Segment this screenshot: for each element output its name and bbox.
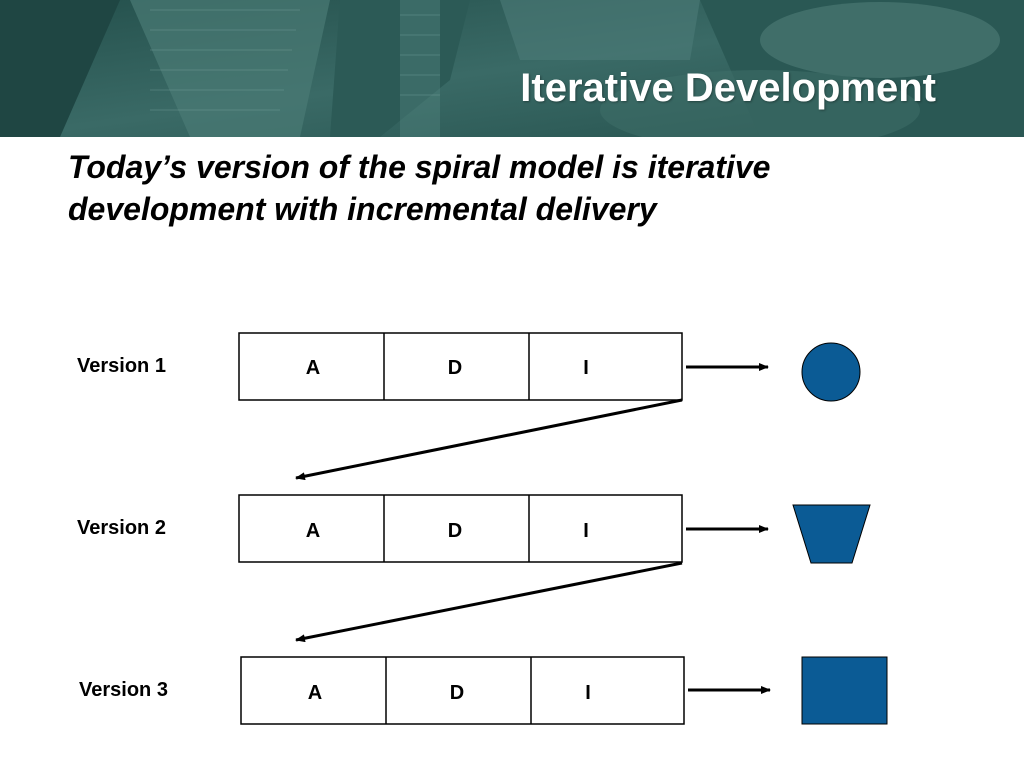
version-1-cell-analysis: A [306,357,320,379]
version-3-label: Version 3 [79,679,168,701]
city-banner-image [0,0,1024,137]
version-2-cell-implementation: I [583,520,589,542]
square-icon [801,656,888,725]
version-3-phase-bar [240,656,685,725]
header-banner [0,0,1024,137]
slide-subtitle: Today’s version of the spiral model is i… [68,149,771,227]
version-1-cell-design: D [448,357,462,379]
version-2-cell-analysis: A [306,520,320,542]
version-3-cell-implementation: I [585,682,591,704]
version-3-cell-design: D [450,682,464,704]
version-2-label: Version 2 [77,517,166,539]
version-1-label: Version 1 [77,355,166,377]
version-1-cell-implementation: I [583,357,589,379]
version-2-to-3-arrow [295,561,683,643]
slide-title: Iterative Development [520,66,936,110]
circle-icon [801,342,861,402]
version-2-phase-bar [238,494,683,563]
trapezoid-icon [792,504,871,564]
version-1-to-2-arrow [295,398,683,481]
version-1-phase-bar [238,332,683,401]
version-3-cell-analysis: A [308,682,322,704]
version-2-cell-design: D [448,520,462,542]
